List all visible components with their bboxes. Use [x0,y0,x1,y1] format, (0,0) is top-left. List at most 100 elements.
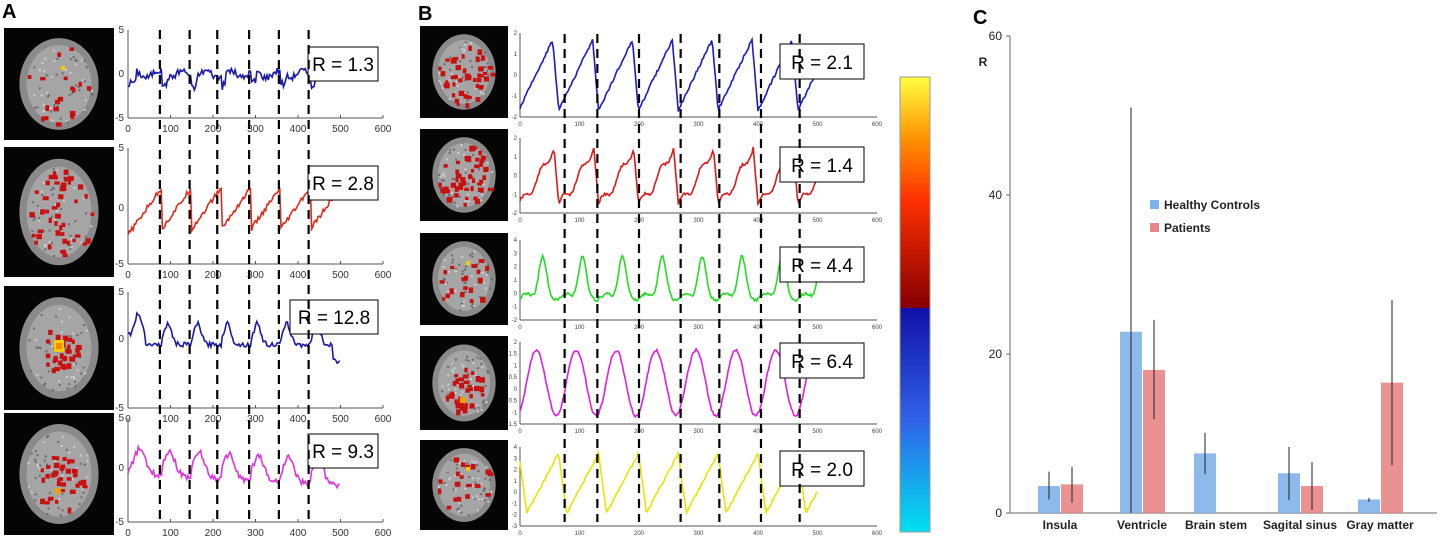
colorbar-segment [900,308,930,418]
category-label: Sagital sinus [1263,518,1337,532]
activation-cluster [78,81,82,87]
tissue-speck [477,469,480,472]
tissue-speck [461,270,464,273]
tissue-speck [481,271,484,274]
tissue-speck [72,332,75,335]
activation-cluster [473,196,478,201]
tissue-speck [481,366,484,369]
tissue-speck [48,342,51,345]
activation-cluster [82,242,87,246]
tissue-speck [61,320,64,323]
tissue-speck [454,388,457,391]
activation-cluster [463,374,469,379]
tissue-speck [28,339,31,342]
activation-cluster [31,233,36,238]
x-tick-label: 500 [812,429,823,435]
tissue-speck [458,501,461,504]
tissue-speck [52,345,55,348]
activation-cluster [449,288,454,295]
tissue-speck [457,507,460,510]
tissue-speck [473,407,476,410]
tissue-speck [450,191,453,194]
tissue-speck [60,331,63,334]
activation-cluster [490,72,496,77]
tissue-speck [470,305,473,308]
colorbar-segment [900,418,930,532]
tissue-speck [486,370,489,373]
tissue-speck [66,121,69,124]
tissue-speck [475,461,478,464]
activation-cluster [487,65,494,70]
tissue-speck [482,183,485,186]
tissue-speck [454,488,457,491]
tissue-speck [482,92,485,95]
tissue-speck [65,69,68,72]
x-tick-label: 400 [753,325,764,331]
tissue-speck [68,94,71,97]
tissue-speck [470,377,473,380]
tissue-speck [82,197,85,200]
tissue-speck [74,385,77,388]
activation-cluster [467,384,472,388]
activation-cluster [482,175,487,181]
tissue-speck [84,212,87,215]
tissue-speck [44,243,47,246]
activation-cluster [455,169,460,174]
activation-cluster [60,184,66,189]
tissue-speck [454,267,457,270]
tissue-speck [481,401,484,404]
tissue-speck [471,65,474,68]
tissue-speck [46,512,49,515]
tissue-speck [490,277,493,280]
tissue-speck [454,289,457,292]
tissue-speck [482,399,485,402]
x-tick-label: 600 [872,218,883,224]
panel-b-row: 21.510.50-0.5-1-1.50100200300400500600R … [420,336,883,435]
y-tick-label: 1.5 [509,352,518,358]
activation-cluster [461,181,467,186]
tissue-speck [477,410,480,413]
tissue-speck [58,384,61,387]
activation-cluster [52,359,57,364]
tissue-speck [480,199,483,202]
activation-cluster [41,116,45,122]
activation-cluster [466,95,472,100]
activation-cluster [478,74,484,78]
activation-cluster [51,456,57,460]
activation-cluster [474,483,481,488]
colorbar-segment [900,200,930,304]
activation-cluster [469,393,473,399]
y-tick-label: 40 [989,188,1003,202]
tissue-speck [38,87,41,90]
tissue-speck [473,250,476,253]
tissue-speck [464,171,467,174]
activation-cluster [48,217,52,223]
tissue-speck [464,43,467,46]
activation-cluster [455,173,462,179]
tissue-speck [34,339,37,342]
tissue-speck [30,369,33,372]
r-value-label: R = 6.4 [791,352,853,373]
activation-cluster [464,275,469,281]
signal-line [127,311,341,365]
activation-cluster [45,105,50,112]
x-tick-label: 300 [693,531,704,537]
tissue-speck [31,230,34,233]
tissue-speck [71,478,74,481]
tissue-speck [80,241,83,244]
tissue-speck [84,235,87,238]
activation-cluster [478,150,482,156]
tissue-speck [484,477,487,480]
x-tick-label: 0 [125,528,131,539]
tissue-speck [67,223,70,226]
activation-cluster [40,77,46,81]
x-tick-label: 200 [634,531,645,537]
activation-cluster [478,259,485,264]
tissue-speck [445,483,448,486]
x-tick-label: 600 [872,531,883,537]
tissue-speck [451,72,454,75]
tissue-speck [455,80,458,83]
tissue-speck [467,514,470,517]
activation-cluster [48,329,53,335]
tissue-speck [443,63,446,66]
